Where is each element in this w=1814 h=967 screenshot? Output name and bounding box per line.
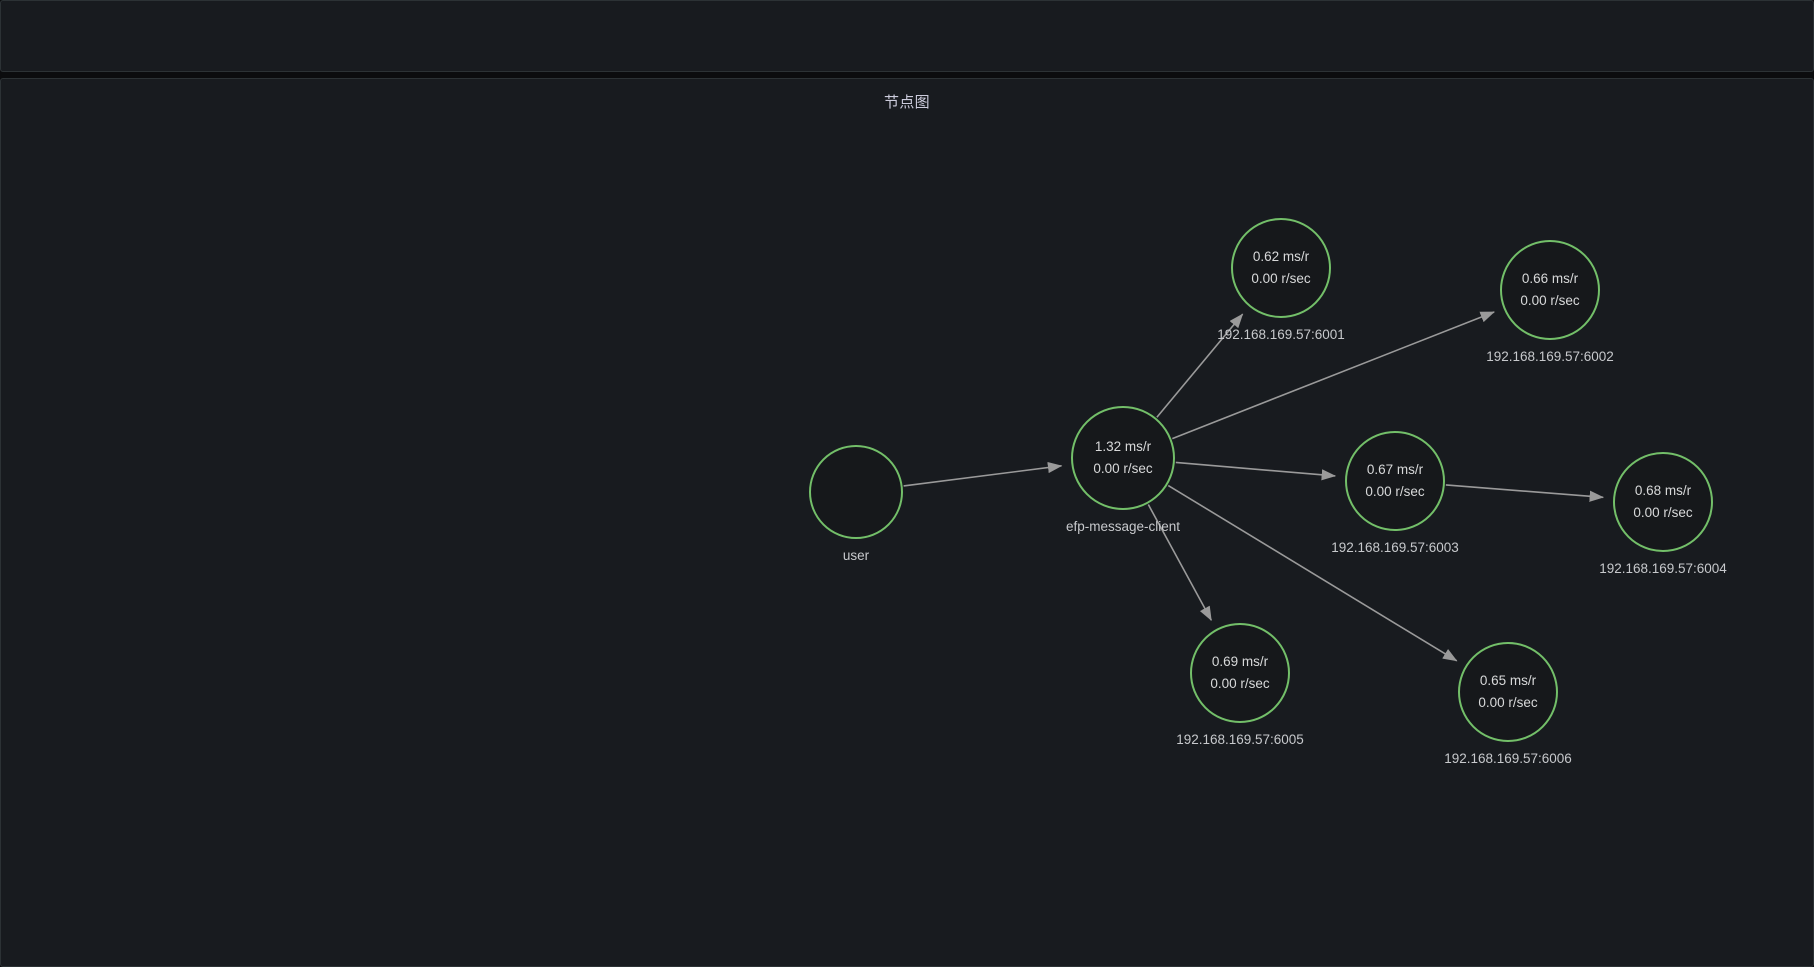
node-label: 192.168.169.57:6003 [1331, 540, 1459, 555]
graph-node[interactable]: 0.67 ms/r 0.00 r/sec [1345, 431, 1445, 531]
empty-toolbar-panel [0, 0, 1814, 72]
graph-node[interactable]: 0.68 ms/r 0.00 r/sec [1613, 452, 1713, 552]
node-stat-response-time: 0.65 ms/r [1479, 673, 1537, 688]
graph-edge [1147, 504, 1213, 622]
node-stat-request-rate: 0.00 r/sec [1251, 271, 1311, 286]
node-stat-response-time: 0.67 ms/r [1366, 462, 1424, 477]
graph-edge [1156, 313, 1244, 418]
node-label: 192.168.169.57:6001 [1217, 327, 1345, 342]
node-graph-panel: 节点图 user 1.32 ms/r 0.00 r/sec efp-message-c… [0, 78, 1814, 967]
graph-edge [1445, 484, 1604, 502]
graph-node[interactable]: 0.62 ms/r 0.00 r/sec [1231, 218, 1331, 318]
node-label: 192.168.169.57:6005 [1176, 732, 1304, 747]
graph-node[interactable] [809, 445, 903, 539]
graph-edge [1175, 461, 1337, 481]
node-stat-request-rate: 0.00 r/sec [1093, 461, 1153, 476]
node-stat-request-rate: 0.00 r/sec [1633, 505, 1693, 520]
graph-node[interactable]: 0.65 ms/r 0.00 r/sec [1458, 642, 1558, 742]
node-stat-request-rate: 0.00 r/sec [1520, 293, 1580, 308]
node-label: 192.168.169.57:6002 [1486, 349, 1614, 364]
node-stat-request-rate: 0.00 r/sec [1365, 484, 1425, 499]
node-stat-request-rate: 0.00 r/sec [1478, 695, 1538, 710]
node-stat-request-rate: 0.00 r/sec [1210, 676, 1270, 691]
node-label: 192.168.169.57:6006 [1444, 751, 1572, 766]
graph-edge [1167, 484, 1458, 662]
node-label: user [842, 548, 870, 563]
node-graph-edges [903, 311, 1604, 662]
node-stat-response-time: 0.66 ms/r [1521, 271, 1579, 286]
graph-edge [1172, 311, 1495, 440]
node-stat-response-time: 0.68 ms/r [1634, 483, 1692, 498]
node-stat-response-time: 1.32 ms/r [1094, 439, 1152, 454]
page-title: 节点图 [884, 94, 930, 111]
graph-node[interactable]: 0.66 ms/r 0.00 r/sec [1500, 240, 1600, 340]
graph-edge [903, 461, 1063, 487]
node-label: 192.168.169.57:6004 [1599, 561, 1727, 576]
graph-node[interactable]: 1.32 ms/r 0.00 r/sec [1071, 406, 1175, 510]
node-stat-response-time: 0.69 ms/r [1211, 654, 1269, 669]
node-label: efp-message-client [1065, 519, 1181, 534]
node-stat-response-time: 0.62 ms/r [1252, 249, 1310, 264]
graph-node[interactable]: 0.69 ms/r 0.00 r/sec [1190, 623, 1290, 723]
